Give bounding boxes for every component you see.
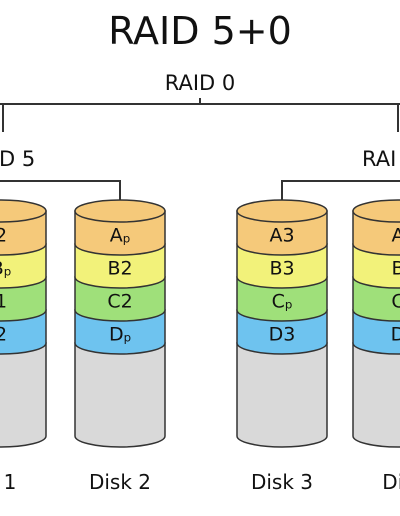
disk-top (74, 199, 166, 223)
block-label: Bp (0, 258, 11, 280)
raid0-connector (0, 98, 400, 132)
block-label: D3 (269, 324, 296, 346)
raid5-group-label-right: RAI (362, 147, 396, 171)
diagram-title: RAID 5+0 (108, 9, 292, 53)
disk-block (236, 243, 328, 289)
disk-label: Disk 3 (251, 470, 313, 494)
disk-top (352, 199, 400, 223)
disk-label: Dis (382, 470, 400, 494)
block-label: C (391, 291, 400, 313)
block-label: B (391, 258, 400, 280)
disk-empty-region (236, 342, 328, 448)
disk-block (74, 210, 166, 256)
block-label: Ap (110, 225, 130, 247)
block-label: Dp (109, 324, 131, 346)
disk-empty-region (352, 342, 400, 448)
disk-label: Disk 2 (89, 470, 151, 494)
block-label: 2 (0, 324, 7, 346)
disk-label: k 1 (0, 470, 16, 494)
block-label: Cp (272, 291, 293, 313)
disk-block (236, 210, 328, 256)
disk-block (236, 276, 328, 322)
disk-top (236, 199, 328, 223)
block-label: B2 (107, 258, 132, 280)
disk-1: 2Bp12k 1 (0, 199, 47, 494)
block-label: 1 (0, 291, 7, 313)
block-label: A (392, 225, 400, 247)
block-label: A3 (269, 225, 294, 247)
disk-block (74, 243, 166, 289)
disk-block (74, 309, 166, 355)
raid5-group-label-left: D 5 (0, 147, 35, 171)
block-label: D (391, 324, 400, 346)
block-label: C2 (107, 291, 132, 313)
disk-empty-region (74, 342, 166, 448)
disk-empty-region (0, 342, 47, 448)
block-label: B3 (269, 258, 294, 280)
disk-block (74, 276, 166, 322)
block-label: 2 (0, 225, 7, 247)
disk-top (0, 199, 47, 223)
raid0-label: RAID 0 (165, 71, 236, 95)
disk-block (236, 309, 328, 355)
